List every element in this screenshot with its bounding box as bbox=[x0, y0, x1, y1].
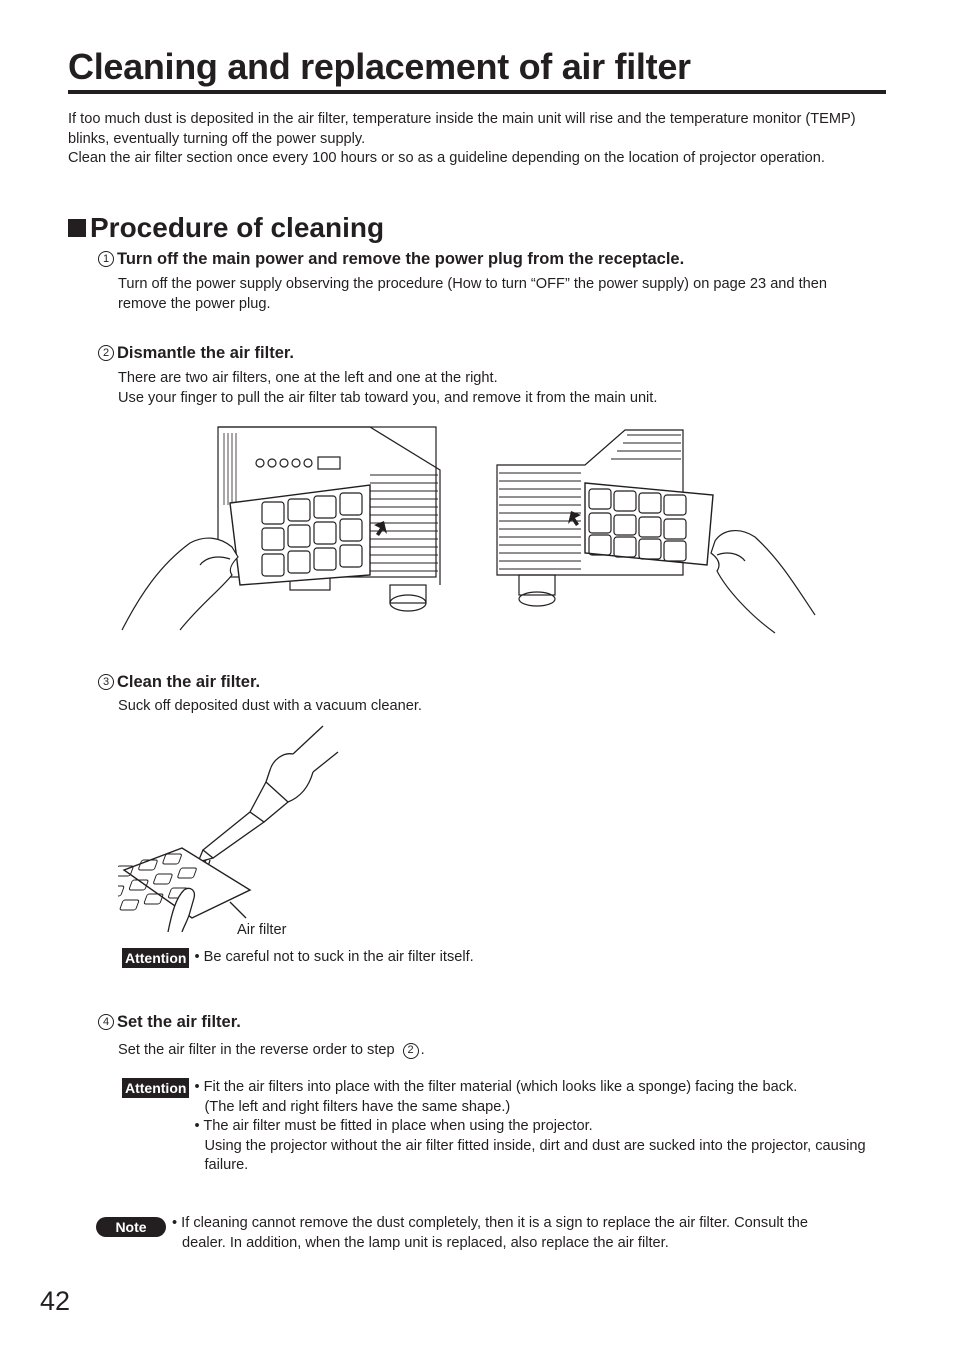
filter-removal-right-illustration bbox=[496, 429, 816, 634]
page-number: 42 bbox=[40, 1286, 71, 1316]
attention-box-step-3: Attention • Be careful not to suck in th… bbox=[122, 948, 474, 968]
intro-paragraph: Clean the air filter section once every … bbox=[68, 150, 825, 167]
step-number: 2 bbox=[98, 345, 114, 361]
attention-list: • Fit the air filters into place with th… bbox=[194, 1078, 884, 1176]
note-box: Note • If cleaning cannot remove the dus… bbox=[96, 1214, 892, 1253]
step-text: Use your finger to pull the air filter t… bbox=[118, 389, 658, 406]
step-1-body: Turn off the power supply observing the … bbox=[118, 275, 878, 314]
square-bullet-icon bbox=[68, 219, 86, 237]
step-4-heading: 4 Set the air filter. bbox=[98, 1012, 241, 1032]
attention-badge: Attention bbox=[122, 948, 190, 968]
step-3-heading: 3 Clean the air filter. bbox=[98, 672, 260, 692]
attention-text: • Be careful not to suck in the air filt… bbox=[194, 949, 474, 965]
step-3-body: Suck off deposited dust with a vacuum cl… bbox=[118, 697, 422, 717]
step-2-body: There are two air filters, one at the le… bbox=[118, 369, 898, 408]
step-number: 4 bbox=[98, 1014, 114, 1030]
intro-text: If too much dust is deposited in the air… bbox=[68, 110, 898, 169]
step-4-body: Set the air filter in the reverse order … bbox=[118, 1041, 425, 1061]
attention-item: • Fit the air filters into place with th… bbox=[194, 1079, 798, 1095]
step-title: Dismantle the air filter. bbox=[117, 344, 294, 362]
section-title: Procedure of cleaning bbox=[90, 212, 385, 243]
step-reference: 2 bbox=[402, 1042, 419, 1059]
step-1-heading: 1 Turn off the main power and remove the… bbox=[98, 249, 684, 269]
step-text-end: . bbox=[420, 1042, 425, 1058]
attention-item: (The left and right filters have the sam… bbox=[204, 1098, 511, 1115]
intro-paragraph: If too much dust is deposited in the air… bbox=[68, 111, 856, 147]
attention-box-step-4: Attention • Fit the air filters into pla… bbox=[122, 1078, 884, 1176]
step-text: There are two air filters, one at the le… bbox=[118, 370, 498, 386]
note-badge: Note bbox=[96, 1217, 166, 1237]
step-text: Suck off deposited dust with a vacuum cl… bbox=[118, 698, 422, 714]
page-title: Cleaning and replacement of air filter bbox=[68, 44, 886, 94]
step-title: Set the air filter. bbox=[117, 1013, 241, 1031]
attention-item: • The air filter must be fitted in place… bbox=[194, 1118, 593, 1135]
note-line: dealer. In addition, when the lamp unit … bbox=[182, 1234, 669, 1251]
step-text: Set the air filter in the reverse order … bbox=[118, 1042, 395, 1058]
filter-removal-left-illustration bbox=[121, 426, 441, 631]
step-text: Turn off the power supply observing the … bbox=[118, 276, 828, 312]
step-title: Turn off the main power and remove the p… bbox=[117, 250, 685, 268]
vacuum-cleaning-illustration bbox=[118, 725, 339, 932]
step-number: 1 bbox=[98, 251, 114, 267]
section-heading: Procedure of cleaning bbox=[68, 210, 384, 246]
note-line: • If cleaning cannot remove the dust com… bbox=[172, 1215, 808, 1231]
step-2-heading: 2 Dismantle the air filter. bbox=[98, 343, 294, 363]
step-title: Clean the air filter. bbox=[117, 673, 261, 691]
step-number: 3 bbox=[98, 674, 114, 690]
attention-badge: Attention bbox=[122, 1078, 190, 1098]
note-text: • If cleaning cannot remove the dust com… bbox=[172, 1214, 892, 1253]
air-filter-label: Air filter bbox=[237, 922, 287, 938]
attention-item: Using the projector without the air filt… bbox=[204, 1137, 866, 1174]
